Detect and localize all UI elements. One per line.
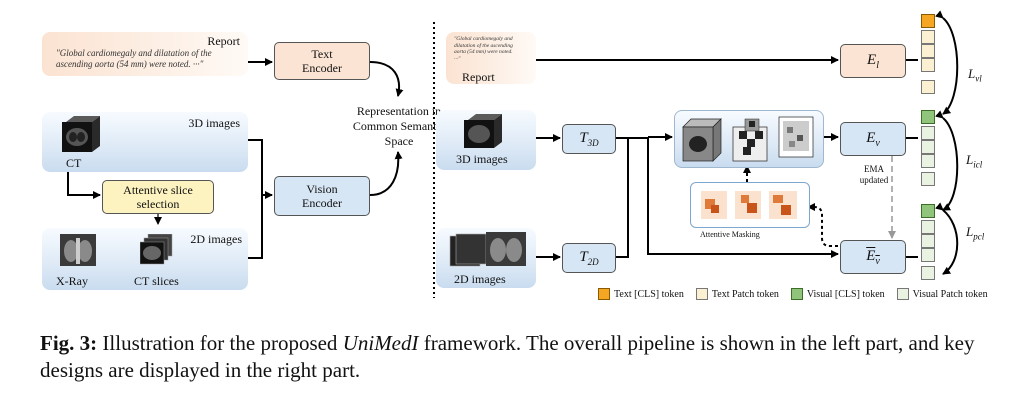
right-ct-volume-image [462,114,502,150]
ev-symbol: Ev [866,129,880,149]
visual-cls-token [921,204,935,218]
caption-fig-label: Fig. 3: [40,331,98,355]
attentive-masking-label: Attentive Masking [700,230,760,239]
text-patch-token [921,44,935,58]
legend-text-patch-swatch [695,288,708,300]
loss-vl-label: Lvl [968,66,982,84]
left-report-text: "Global cardiomegaly and dilatation of t… [56,48,212,70]
legend-text-cls-swatch [598,288,610,300]
masked-patches-illustration [682,116,814,162]
legend-visual-cls-label: Visual [CLS] token [806,288,885,300]
loss-pcl-label: Lpcl [966,224,985,242]
ct-volume-image [60,116,100,154]
visual-patch-token [921,234,935,248]
legend-visual-patch-swatch [896,288,909,300]
visual-patch-token [921,172,935,186]
representation-label: Representation in Common Semantic Space [352,103,446,148]
text-patch-token [921,30,935,44]
visual-patch-token [921,248,935,262]
left-report-panel: Report "Global cardiomegaly and dilatati… [42,32,248,76]
visual-patch-token [921,154,935,168]
t3d-box: T3D [562,124,616,154]
token-legend: Text [CLS] token Text Patch token Visual… [598,286,1018,302]
figure-caption: Fig. 3: Illustration for the proposed Un… [40,330,1000,384]
right-report-text: "Global cardiomegaly and dilatation of t… [454,36,513,62]
attentive-slice-selection-box: Attentive slice selection [102,180,214,214]
caption-text-after: framework. The overall pipeline is shown… [40,331,975,382]
el-symbol: El [867,51,879,71]
visual-token-stack [921,110,941,186]
text-token-stack [921,14,941,94]
vision-encoder-label: Vision Encoder [302,181,342,210]
right-3d-images-panel: 3D images [436,110,536,170]
left-report-label: Report [207,34,240,48]
legend-text-patch-label: Text Patch token [711,288,779,300]
legend-visual-cls-swatch [790,288,803,300]
visual-cls-token [921,110,935,124]
ev-bar-box: Ev [840,240,906,274]
ct-label: CT [66,156,82,170]
text-patch-token [921,58,935,72]
legend-text-cls-label: Text [CLS] token [614,288,684,300]
legend-visual-patch-label: Visual Patch token [912,288,988,300]
caption-text-before: Illustration for the proposed [97,331,343,355]
ev-bar-symbol: Ev [866,247,880,267]
left-2d-images-label: 2D images [190,232,242,246]
el-box: El [840,44,906,78]
right-report-panel: "Global cardiomegaly and dilatation of t… [446,32,536,84]
visual-patch-token [921,140,935,154]
attentive-masking-illustration [701,191,797,219]
text-encoder-box: Text Encoder [274,42,370,80]
text-patch-token [921,80,935,94]
right-3d-images-label: 3D images [456,152,508,166]
xray-image [60,234,96,266]
t3d-symbol: T3D [579,130,599,149]
ev-box: Ev [840,122,906,156]
right-2d-images-panel: 2D images [436,228,536,288]
left-2d-images-panel: 2D images X-Ray CT slices [42,228,248,290]
visual-patch-token [921,220,935,234]
masked-patches-panel [674,110,824,168]
ema-updated-label: EMA updated [859,164,889,185]
vision-encoder-box: Vision Encoder [274,176,370,216]
visual-patch-token [921,266,935,280]
right-2d-images-stack [448,232,528,268]
left-3d-images-panel: 3D images CT [42,112,248,172]
t2d-symbol: T2D [579,249,599,268]
right-2d-images-label: 2D images [454,272,506,286]
text-encoder-label: Text Encoder [302,46,342,75]
caption-framework-name: UniMedI [342,331,419,355]
ct-slices-label: CT slices [134,274,179,288]
ema-visual-token-stack [921,204,941,280]
attentive-masking-panel [690,182,810,228]
ct-slices-image [139,233,174,266]
visual-patch-token [921,126,935,140]
left-3d-images-label: 3D images [188,116,240,130]
attentive-slice-label: Attentive slice selection [123,182,193,211]
right-report-label: Report [462,70,495,84]
xray-label: X-Ray [56,274,88,288]
text-cls-token [921,14,935,28]
loss-icl-label: Licl [966,152,983,170]
t2d-box: T2D [562,243,616,273]
